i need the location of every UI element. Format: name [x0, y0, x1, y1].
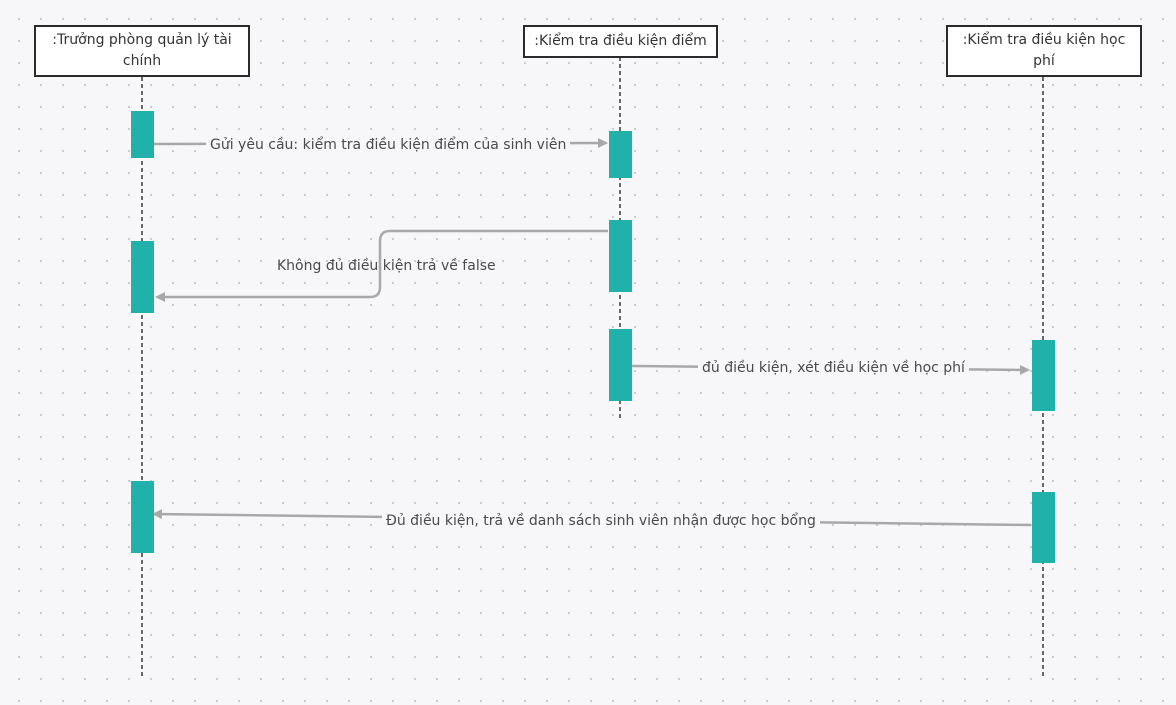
- participant-box-p1[interactable]: :Trưởng phòng quản lý tài chính: [34, 25, 250, 77]
- activation-bar: [1032, 492, 1055, 563]
- activation-bar: [609, 329, 632, 401]
- participant-box-p3[interactable]: :Kiểm tra điều kiện học phí: [946, 25, 1142, 77]
- message-label-m1: Gửi yêu cầu: kiểm tra điều kiện điểm của…: [206, 136, 571, 154]
- activation-bar: [609, 131, 632, 178]
- activation-bar: [609, 220, 632, 292]
- activation-bar: [131, 111, 154, 158]
- activation-bar: [1032, 340, 1055, 411]
- activation-bar: [131, 241, 154, 313]
- message-label-m2: Không đủ điều kiện trả về false: [277, 258, 496, 274]
- message-label-m3: đủ điều kiện, xét điều kiện về học phí: [698, 359, 969, 377]
- participant-label: :Trưởng phòng quản lý tài chính: [52, 32, 232, 69]
- message-arrow-m2: [155, 229, 608, 302]
- participant-label: :Kiểm tra điều kiện học phí: [962, 32, 1126, 69]
- activation-bar: [131, 481, 154, 553]
- message-label-m4: Đủ điều kiện, trả về danh sách sinh viên…: [382, 512, 820, 530]
- participant-label: :Kiểm tra điều kiện điểm: [534, 33, 707, 49]
- participant-box-p2[interactable]: :Kiểm tra điều kiện điểm: [523, 25, 718, 58]
